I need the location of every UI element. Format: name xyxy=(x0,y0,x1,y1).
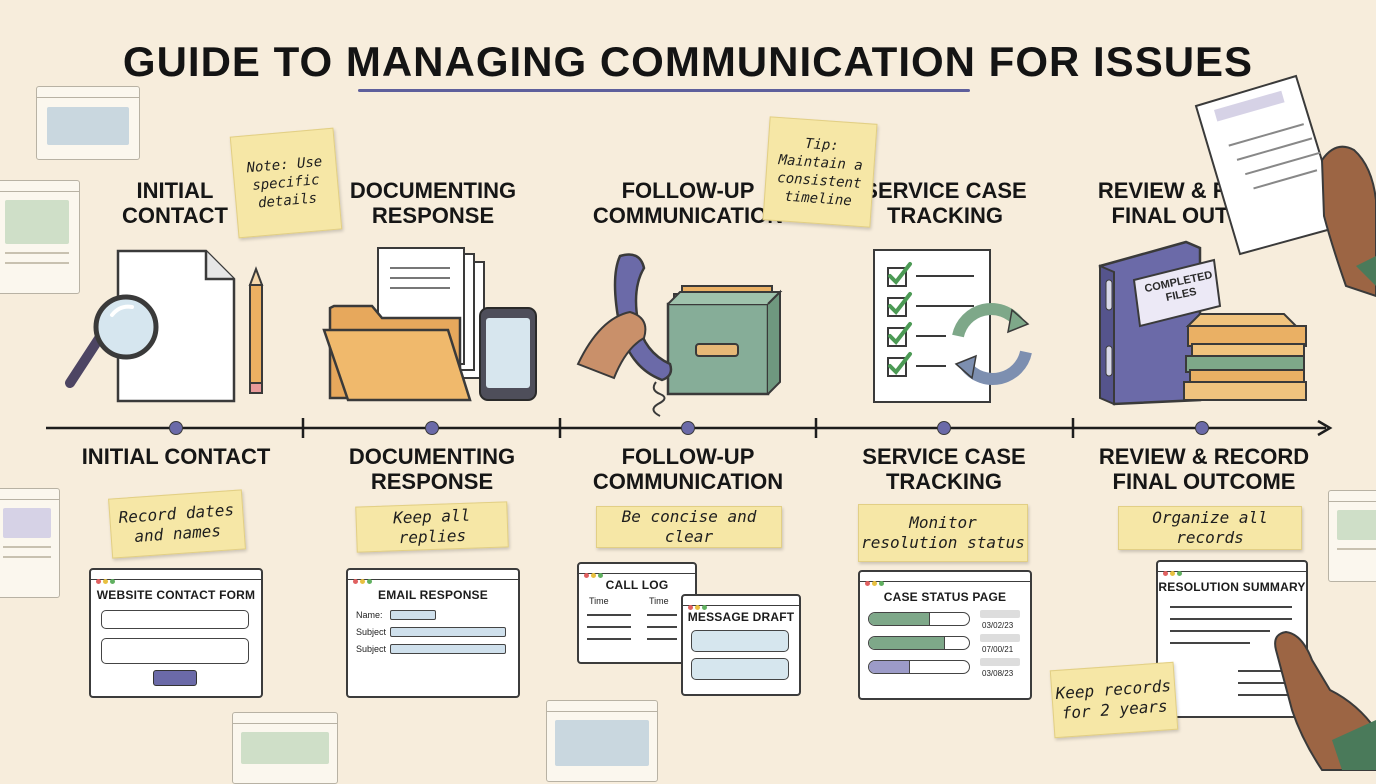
contact-form-field-2[interactable] xyxy=(101,638,249,664)
note-organize-records: Organize all records xyxy=(1118,506,1302,550)
case-date-label: 03/08/23 xyxy=(982,669,1014,678)
call-log-col-1: Time xyxy=(589,596,609,606)
email-name-label: Name: xyxy=(356,610,383,620)
background-window-decoration xyxy=(232,712,338,784)
email-subject-field[interactable] xyxy=(390,627,506,637)
note-keep-all-replies: Keep all replies xyxy=(355,501,509,553)
tip-consistent-timeline: Tip: Maintain a consistent timeline xyxy=(762,116,878,228)
stage-1-bottom-label: INITIAL CONTACT xyxy=(81,444,271,469)
phone-filebox-illustration xyxy=(576,253,783,417)
note-monitor-status: Monitor resolution status xyxy=(858,504,1028,562)
note-use-specific-details: Note: Use specific details xyxy=(229,127,343,239)
email-subject-label: Subject xyxy=(356,627,387,637)
hand-holding-summary-illustration xyxy=(1274,630,1376,771)
binder-folders-illustration xyxy=(1098,240,1307,406)
case-progress-bar xyxy=(868,612,970,626)
timeline xyxy=(46,418,1333,438)
case-progress-bar xyxy=(868,660,970,674)
background-window-decoration xyxy=(0,488,60,598)
case-date-label: 03/02/23 xyxy=(982,621,1014,630)
note-keep-records-2-years: Keep records for 2 years xyxy=(1049,661,1179,739)
call-log-col-2: Time xyxy=(649,596,669,606)
note-record-dates-names: Record dates and names xyxy=(108,489,246,559)
contact-form-submit-button[interactable] xyxy=(153,670,197,686)
contact-form-field-1[interactable] xyxy=(101,610,249,629)
website-contact-form-window: WEBSITE CONTACT FORM xyxy=(89,568,263,698)
background-window-decoration xyxy=(546,700,658,782)
folder-phone-illustration xyxy=(322,247,537,402)
background-window-decoration xyxy=(0,180,80,294)
email-response-window: EMAIL RESPONSE Name: Subject Subject xyxy=(346,568,520,698)
background-window-decoration xyxy=(36,86,140,160)
page-title: GUIDE TO MANAGING COMMUNICATION FOR ISSU… xyxy=(122,38,1254,85)
case-progress-fill xyxy=(869,637,945,649)
case-date-label: 07/00/21 xyxy=(982,645,1014,654)
case-progress-bar xyxy=(868,636,970,650)
email-subject-label-2: Subject xyxy=(356,644,387,654)
case-date-chip xyxy=(980,610,1020,618)
message-draft-field-2[interactable] xyxy=(691,658,789,680)
call-log-window: CALL LOG Time Time xyxy=(577,562,697,664)
message-draft-window: MESSAGE DRAFT xyxy=(681,594,801,696)
document-magnifier-illustration xyxy=(65,249,264,403)
email-name-field[interactable] xyxy=(390,610,436,620)
hand-holding-paper-illustration xyxy=(1194,74,1376,298)
background-window-decoration xyxy=(1328,490,1376,582)
note-be-concise: Be concise and clear xyxy=(596,506,782,548)
case-progress-fill xyxy=(869,613,930,625)
case-date-chip xyxy=(980,658,1020,666)
case-progress-fill xyxy=(869,661,910,673)
message-draft-field-1[interactable] xyxy=(691,630,789,652)
case-date-chip xyxy=(980,634,1020,642)
checklist-cycle-illustration xyxy=(873,249,1032,403)
title-underline xyxy=(358,89,970,92)
email-subject-field-2[interactable] xyxy=(390,644,506,654)
